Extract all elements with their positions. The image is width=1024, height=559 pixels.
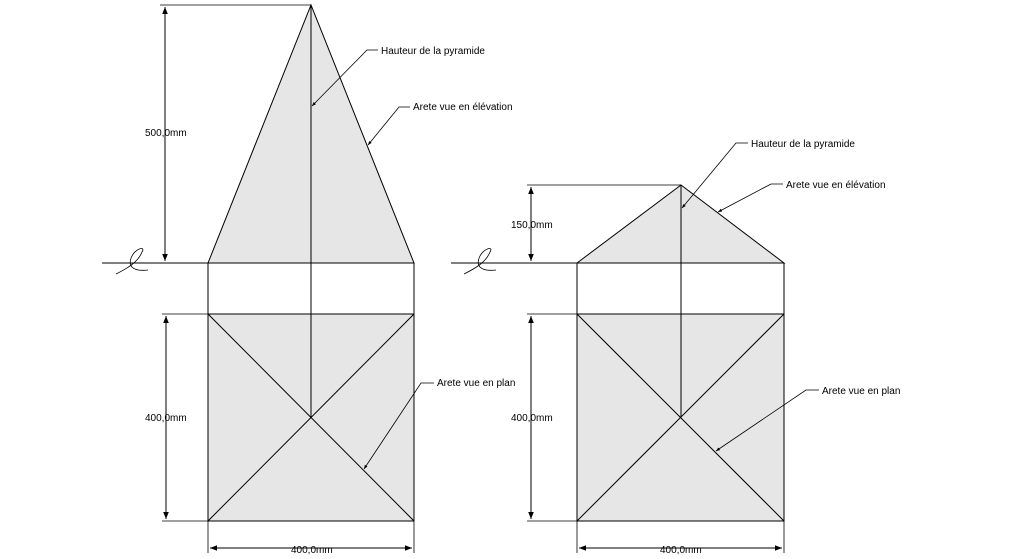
right-label-edge-elev: Arete vue en élévation [786,180,886,191]
right-label-edge-plan: Arete vue en plan [822,386,900,397]
right-pyramid: 150,0mm 400,0mm 400,0mm Hauteur de la py… [451,139,900,556]
right-break-symbol [463,248,497,275]
left-pyramid: 500,0mm 400,0mm 400,0mm Hauteur de la py… [102,3,515,556]
right-leader-height [681,142,748,209]
right-plan-diagonal-2 [576,313,785,522]
left-plan-dim-label: 400,0mm [145,413,187,424]
right-leader-edge-plan [715,389,819,452]
right-label-height: Hauteur de la pyramide [751,139,855,150]
left-label-edge-elev: Arete vue en élévation [413,102,513,113]
left-leader-height [311,49,378,107]
left-break-symbol [115,248,149,275]
left-label-edge-plan: Arete vue en plan [437,378,515,389]
left-plan-diagonal-2 [207,313,415,522]
left-leader-edge-plan [363,382,434,470]
right-plan-dim-label: 400,0mm [511,413,553,424]
left-width-dim-label: 400,0mm [291,545,333,556]
right-leader-edge-elev [717,183,783,213]
left-label-height: Hauteur de la pyramide [381,46,485,57]
right-width-dim-label: 400,0mm [660,545,702,556]
left-leader-edge-elev [367,106,410,146]
left-height-dim-label: 500,0mm [145,128,187,139]
right-height-dim-label: 150,0mm [511,220,553,231]
